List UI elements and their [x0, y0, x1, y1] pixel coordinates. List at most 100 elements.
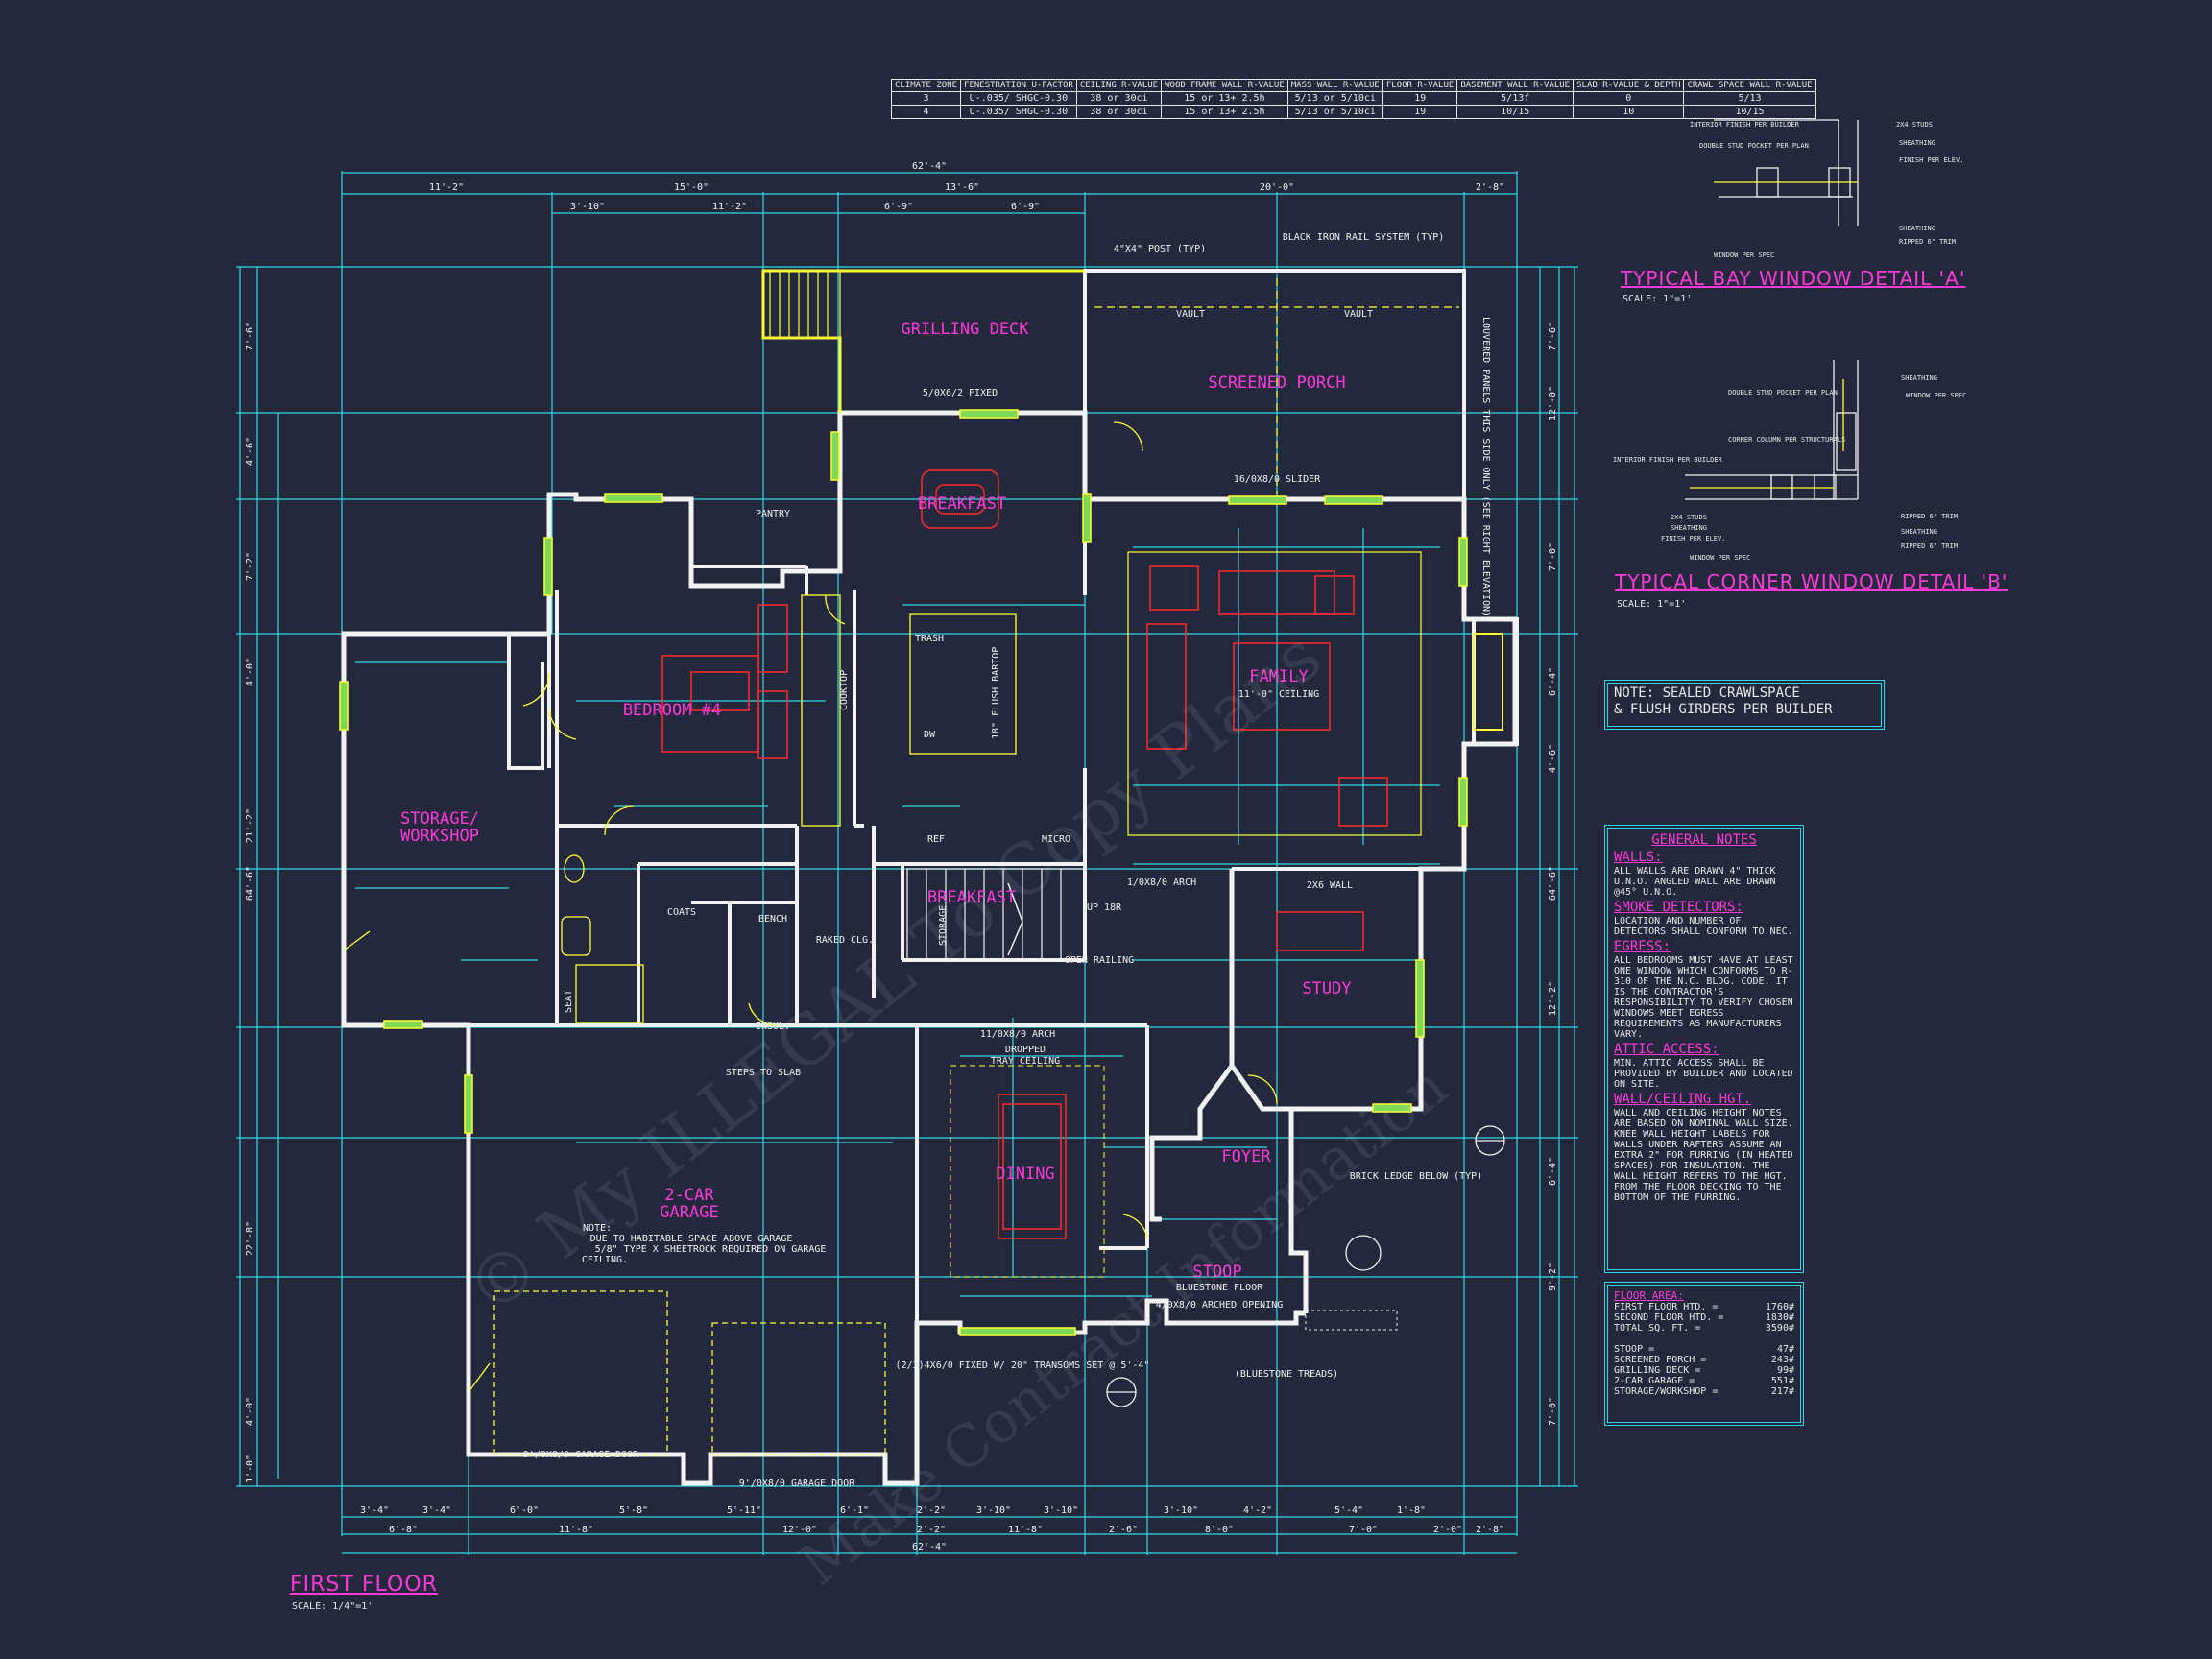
- floor-area-label: GRILLING DECK =: [1614, 1365, 1701, 1376]
- floor-area-row: TOTAL SQ. FT. =3590#: [1614, 1323, 1794, 1334]
- floor-area-value: 551#: [1770, 1376, 1794, 1386]
- detail-callout-label: INTERIOR FINISH PER BUILDER: [1690, 121, 1799, 129]
- drawing-scale: SCALE: 1/4"=1': [292, 1601, 373, 1612]
- floor-area-label: SCREENED PORCH =: [1614, 1355, 1707, 1365]
- rvalue-cell: 38 or 30ci: [1075, 105, 1163, 119]
- arched-opening-label: 4/0X8/0 ARCHED OPENING: [1156, 1300, 1283, 1310]
- bay-window-detail-title: TYPICAL BAY WINDOW DETAIL 'A': [1621, 267, 1966, 290]
- dim-top: 15'-0": [674, 182, 709, 193]
- garage-doors: [493, 1290, 886, 1455]
- room-stoop: STOOP: [1192, 1262, 1241, 1282]
- dim-bottom: 2'-2": [917, 1505, 946, 1516]
- detail-callout-label: RIPPED 6" TRIM: [1901, 513, 1959, 520]
- room-garage-1: 2-CAR: [664, 1186, 714, 1205]
- room-family: FAMILY: [1249, 667, 1308, 686]
- dim-bottom: 5'-11": [727, 1505, 761, 1516]
- dim-bottom-2: 2'-0": [1433, 1525, 1462, 1535]
- dim-right: 6'-4": [1548, 1157, 1558, 1186]
- general-notes-heading: SMOKE DETECTORS:: [1614, 900, 1743, 915]
- drawing-title: FIRST FLOOR: [290, 1573, 438, 1597]
- dim-left: 64'-6": [245, 866, 255, 901]
- furniture: [661, 469, 1388, 1239]
- pantry-label: PANTRY: [756, 509, 790, 519]
- door-swings: [343, 421, 1278, 1393]
- dim-bottom: 6'-0": [510, 1505, 539, 1516]
- slider-label: 16/0X8/0 SLIDER: [1234, 474, 1321, 485]
- dim-top-inner: 6'-9": [1011, 202, 1040, 212]
- bay-window-detail-drawing: [1714, 119, 1859, 226]
- rvalue-cell: U-.035/ SHGC-0.30: [960, 91, 1077, 106]
- general-notes-title: GENERAL NOTES: [1651, 832, 1757, 848]
- room-foyer: FOYER: [1221, 1147, 1271, 1166]
- dim-bottom-2: 7'-0": [1349, 1525, 1378, 1535]
- floor-area-label: FIRST FLOOR HTD. =: [1614, 1302, 1719, 1312]
- general-notes-heading: ATTIC ACCESS:: [1614, 1042, 1719, 1057]
- room-screened-porch: SCREENED PORCH: [1208, 373, 1345, 393]
- rvalue-header-cell: FENESTRATION U-FACTOR: [960, 79, 1077, 92]
- storage-stair-label: STORAGE: [938, 905, 949, 946]
- dining-arch-label: 11/0X8/0 ARCH: [980, 1029, 1055, 1040]
- dim-left: 7'-2": [245, 552, 255, 581]
- dim-right: 12'-0": [1548, 386, 1558, 421]
- rvalue-cell: 5/13f: [1456, 91, 1575, 106]
- rvalue-header-cell: WOOD FRAME WALL R-VALUE: [1161, 79, 1288, 92]
- cooktop-label: COOKTOP: [839, 670, 850, 710]
- fireplace: [1473, 633, 1503, 731]
- detail-callout-label: SHEATHING: [1901, 528, 1937, 536]
- dim-bottom-2: 8'-0": [1205, 1525, 1234, 1535]
- rvalue-header-cell: BASEMENT WALL R-VALUE: [1456, 79, 1575, 92]
- room-breakfast: BREAKFAST: [918, 494, 1006, 514]
- rvalue-cell: 5/13: [1683, 91, 1816, 106]
- general-notes-body: LOCATION AND NUMBER OF DETECTORS SHALL C…: [1614, 916, 1793, 937]
- dim-right: 7'-0": [1548, 1397, 1558, 1426]
- floor-area-row: STOOP =47#: [1614, 1344, 1794, 1355]
- room-garage-2: GARAGE: [660, 1203, 718, 1222]
- dining-ceiling-note-2: TRAY CEILING: [991, 1056, 1060, 1067]
- dim-top: 13'-6": [945, 182, 979, 193]
- bay-window-detail-scale: SCALE: 1"=1': [1623, 294, 1693, 304]
- stoop-floor-note: BLUESTONE FLOOR: [1176, 1283, 1263, 1293]
- steps-label: STEPS TO SLAB: [726, 1068, 801, 1078]
- rvalue-cell: 5/13 or 5/10ci: [1286, 105, 1383, 119]
- rvalue-cell: 15 or 13+ 2.5h: [1161, 91, 1288, 106]
- rvalue-cell: 19: [1382, 91, 1458, 106]
- seat-label: SEAT: [564, 990, 574, 1013]
- general-notes-sections: WALLS:ALL WALLS ARE DRAWN 4" THICK U.N.O…: [1614, 850, 1794, 1203]
- corner-window-detail-scale: SCALE: 1"=1': [1617, 599, 1687, 610]
- floor-area-label: SECOND FLOOR HTD. =: [1614, 1312, 1724, 1323]
- trash-label: TRASH: [915, 634, 944, 644]
- rvalue-cell: 0: [1573, 91, 1685, 106]
- dim-bottom-overall: 62'-4": [912, 1542, 947, 1552]
- room-bedroom-4: BEDROOM #4: [623, 701, 721, 720]
- dw-label: DW: [924, 730, 936, 740]
- dining-ceiling-note-1: DROPPED: [1005, 1045, 1046, 1055]
- detail-callout-label: DOUBLE STUD POCKET PER PLAN: [1728, 389, 1838, 397]
- fixed-window-label: 5/0X6/2 FIXED: [923, 388, 998, 398]
- general-notes-heading: WALLS:: [1614, 850, 1663, 865]
- dim-top: 20'-0": [1260, 182, 1294, 193]
- detail-callout-label: CORNER COLUMN PER STRUCTURALS: [1728, 436, 1846, 444]
- floor-area-label: 2-CAR GARAGE =: [1614, 1376, 1695, 1386]
- family-ceiling-note: 11'-0" CEILING: [1238, 689, 1319, 700]
- general-notes-body: ALL WALLS ARE DRAWN 4" THICK U.N.O. ANGL…: [1614, 866, 1776, 898]
- dimension-text: 62'-4"11'-2"15'-0"13'-6"20'-0"2'-8"3'-10…: [245, 161, 1558, 1552]
- floor-area-value: 1830#: [1765, 1312, 1794, 1323]
- room-study: STUDY: [1302, 979, 1351, 998]
- dim-top: 11'-2": [429, 182, 464, 193]
- floor-area-row: STORAGE/WORKSHOP =217#: [1614, 1386, 1794, 1397]
- dim-bottom: 4'-2": [1243, 1505, 1272, 1516]
- dim-top-inner: 6'-9": [884, 202, 913, 212]
- floor-area-row: SECOND FLOOR HTD. = 1830#: [1614, 1312, 1794, 1323]
- detail-callout-label: WINDOW PER SPEC: [1714, 252, 1775, 259]
- dim-bottom: 5'-4": [1334, 1505, 1363, 1516]
- dim-right: 7'-6": [1548, 322, 1558, 350]
- detail-callout-label: INTERIOR FINISH PER BUILDER: [1613, 456, 1722, 464]
- dim-bottom: 3'-4": [422, 1505, 451, 1516]
- open-railing-label: OPEN RAILING: [1065, 955, 1134, 966]
- up-label: UP 18R: [1087, 902, 1122, 913]
- rvalue-cell: 15 or 13+ 2.5h: [1161, 105, 1288, 119]
- garage-note-3: 5/8" TYPE X SHEETROCK REQUIRED ON GARAGE: [595, 1244, 827, 1255]
- rvalue-header-cell: SLAB R-VALUE & DEPTH: [1573, 79, 1685, 92]
